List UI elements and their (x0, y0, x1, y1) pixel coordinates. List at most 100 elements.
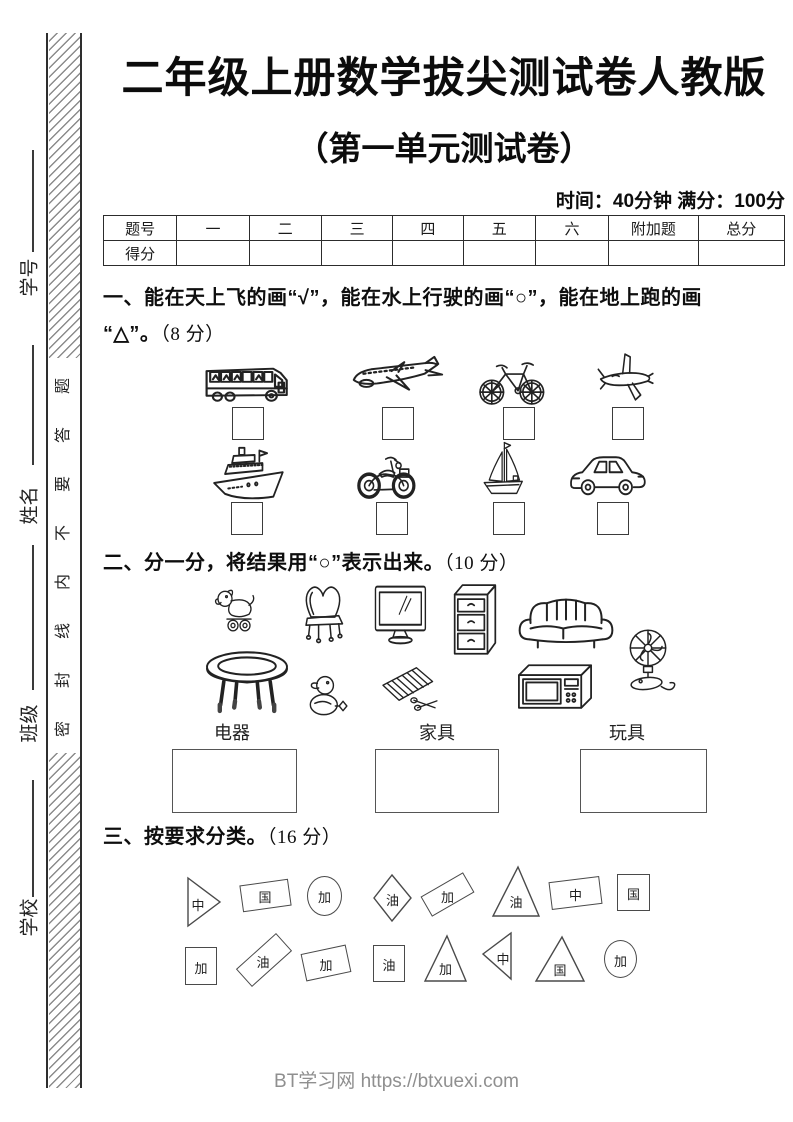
round-table-icon (203, 648, 291, 722)
seal-char: 内 (55, 574, 72, 591)
score-header-cell: 总分 (697, 215, 786, 241)
seal-hatch-top (49, 33, 80, 358)
q1-answer-box[interactable] (231, 502, 263, 535)
q3-score: （16 分） (267, 827, 342, 848)
seal-char: 题 (55, 378, 72, 395)
shape-label: 油 (385, 893, 399, 908)
shape-triangle-up: 国 (534, 935, 586, 982)
shape-label: 国 (258, 890, 272, 905)
shape-triangle-left: 中 (481, 931, 512, 981)
school-blank[interactable] (32, 780, 34, 897)
score-cell[interactable] (462, 240, 536, 266)
score-cell[interactable] (176, 240, 250, 266)
shape-tilted-rect: 国 (239, 878, 292, 913)
q2-answer-box-furniture[interactable] (375, 749, 499, 813)
sailboat-icon (473, 440, 529, 500)
shape-ellipse: 加 (307, 876, 342, 916)
student-number-label: 学号 (19, 258, 41, 297)
bus-icon (203, 358, 293, 404)
q2-answer-box-appliances[interactable] (172, 749, 297, 813)
category-label-furniture: 家具 (419, 723, 455, 743)
student-name-label: 姓名 (19, 486, 41, 525)
toy-dog-icon (213, 586, 263, 634)
q2-answer-box-toys[interactable] (580, 749, 707, 813)
student-number-blank[interactable] (32, 150, 34, 252)
q1-answer-box[interactable] (493, 502, 525, 535)
category-label-toys: 玩具 (609, 723, 645, 743)
q1-score: （8 分） (160, 324, 225, 345)
q3-heading-text: 三、按要求分类。 (103, 826, 267, 848)
shape-tilted-rect-steep: 加 (420, 868, 475, 922)
shape-ellipse: 加 (604, 940, 637, 978)
score-table: 题号 一 二 三 四 五 六 附加题 总分 得分 (102, 215, 786, 266)
site-footer: BT学习网 https://btxuexi.com (274, 1071, 519, 1092)
seal-char: 封 (55, 672, 72, 689)
seal-hatch-bottom (49, 753, 80, 1088)
score-header-cell: 题号 (102, 215, 178, 241)
shape-triangle-up: 油 (491, 865, 541, 917)
score-header-cell: 三 (320, 215, 394, 241)
shape-label: 国 (553, 963, 567, 978)
category-label-appliances: 电器 (214, 723, 250, 743)
score-cell[interactable] (608, 240, 699, 266)
q1-answer-box[interactable] (612, 407, 644, 440)
q1-answer-box[interactable] (503, 407, 535, 440)
q1-answer-box[interactable] (376, 502, 408, 535)
q1-heading-line2-text: “△”。 (103, 323, 161, 345)
q1-answer-box[interactable] (382, 407, 414, 440)
shape-label: 加 (613, 954, 627, 969)
shape-tilted-rect-45: 油 (235, 932, 293, 987)
shape-label: 中 (191, 898, 205, 913)
class-blank[interactable] (32, 545, 34, 690)
small-plane-icon (596, 350, 654, 404)
shape-tilted-rect: 中 (548, 875, 603, 911)
score-cell[interactable] (320, 240, 394, 266)
q2-heading-text: 二、分一分，将结果用“○”表示出来。 (103, 552, 445, 574)
score-header-cell: 二 (248, 215, 322, 241)
ship-icon (211, 446, 289, 502)
score-cell[interactable] (248, 240, 322, 266)
q3-heading: 三、按要求分类。（16 分） (103, 820, 341, 849)
seal-char: 线 (55, 623, 72, 640)
chair-icon (301, 583, 345, 651)
shape-rect: 油 (373, 945, 405, 982)
page-title: 二年级上册数学拔尖测试卷人教版 (121, 54, 767, 101)
shape-rect: 加 (185, 947, 217, 985)
score-table-value-row: 得分 (102, 240, 786, 266)
score-table-header-row: 题号 一 二 三 四 五 六 附加题 总分 (102, 215, 786, 241)
q1-answer-box[interactable] (597, 502, 629, 535)
score-cell[interactable] (392, 240, 464, 266)
score-cell[interactable] (697, 240, 786, 266)
page-subtitle: （第一单元测试卷） (295, 130, 593, 167)
sofa-icon (516, 596, 616, 652)
score-header-cell: 四 (392, 215, 464, 241)
shape-label: 加 (438, 962, 452, 977)
score-header-cell: 一 (176, 215, 250, 241)
q1-answer-box[interactable] (232, 407, 264, 440)
q1-heading-line1: 一、能在天上飞的画“√”，能在水上行驶的画“○”，能在地上跑的画 (103, 287, 703, 309)
electric-fan-icon (620, 628, 676, 702)
q2-score: （10 分） (444, 553, 519, 574)
seal-char: 不 (55, 525, 72, 542)
car-icon (568, 452, 648, 496)
q1-heading-line2: “△”。（8 分） (103, 317, 225, 346)
shape-triangle-right: 中 (187, 876, 222, 928)
seal-char: 密 (55, 721, 72, 738)
score-row-label: 得分 (102, 240, 178, 266)
shape-label: 中 (496, 952, 510, 967)
shape-tilted-rect: 加 (300, 943, 352, 982)
shape-label: 加 (440, 890, 454, 905)
student-name-blank[interactable] (32, 345, 34, 465)
exam-meta: 时间：40分钟 满分：100分 (555, 191, 785, 212)
xylophone-icon (378, 664, 440, 714)
q2-heading: 二、分一分，将结果用“○”表示出来。（10 分） (103, 546, 518, 575)
shape-label: 中 (568, 888, 582, 903)
shape-rect: 国 (617, 874, 650, 911)
shape-label: 油 (382, 958, 396, 973)
shape-label: 加 (194, 961, 208, 976)
score-cell[interactable] (534, 240, 610, 266)
score-header-cell: 六 (534, 215, 610, 241)
microwave-icon (514, 662, 596, 716)
motorcycle-icon (355, 444, 419, 500)
